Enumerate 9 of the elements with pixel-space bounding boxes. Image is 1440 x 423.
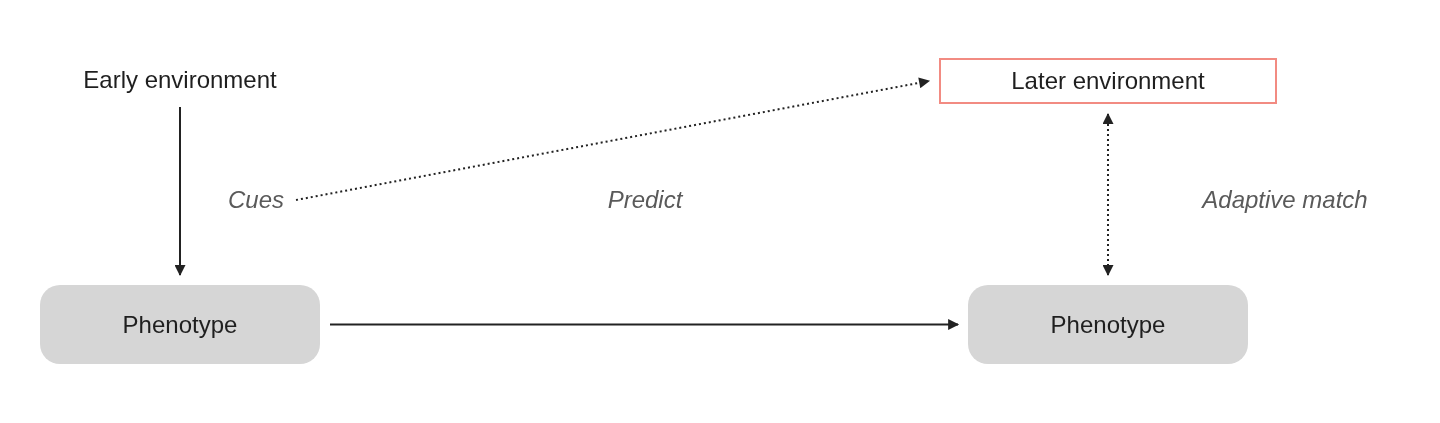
arrow (329, 319, 960, 330)
text-label: Cues (228, 185, 284, 215)
arrow (174, 106, 186, 277)
outlined-box: Later environment (939, 58, 1277, 104)
rounded-box: Phenotype (968, 285, 1248, 364)
rounded-box: Phenotype (40, 285, 320, 364)
dotted-arrow (295, 77, 931, 201)
dotted-arrow (1102, 112, 1114, 277)
text-label: Early environment (83, 65, 277, 95)
